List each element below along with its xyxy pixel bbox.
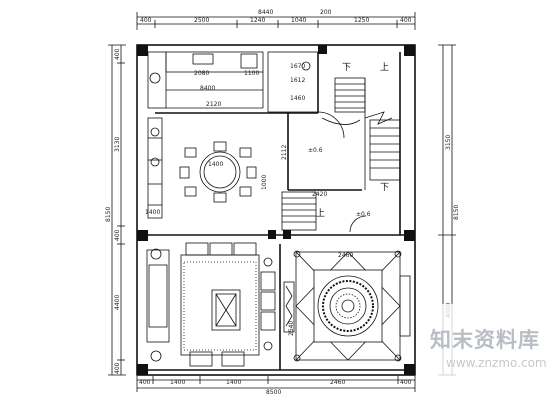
- top-dim-6: 400: [400, 17, 412, 24]
- dining-table-label: 1400: [208, 161, 223, 168]
- stair-up-label-2: 上: [316, 208, 325, 219]
- watermark-title: 知末资料库: [430, 328, 540, 352]
- foyer-left-label: 2540: [288, 321, 295, 336]
- foyer-top-label: 2460: [338, 252, 353, 259]
- kitchen-label-bottom: 2120: [206, 101, 221, 108]
- top-dim-5: 1250: [354, 17, 369, 24]
- left-dim-3: 400: [114, 229, 121, 241]
- kitchen-plants: [149, 61, 311, 167]
- dimension-texts: 8440 200 400 2500 1240 1040 1250 400 850…: [105, 9, 460, 396]
- bottom-dim-1: 400: [139, 379, 151, 386]
- watermark-url: www.znzmo.com: [446, 356, 547, 370]
- corner-bottom-label: 1460: [290, 95, 305, 102]
- stair-down-label-2: 下: [380, 183, 389, 193]
- bottom-overall-dim: 8500: [266, 389, 281, 396]
- bottom-dimension-lines: [136, 376, 416, 392]
- bottom-dim-3: 1400: [226, 379, 241, 386]
- lower-stair: [281, 191, 317, 231]
- watermark-backdrop: [420, 304, 560, 376]
- doors: [317, 111, 367, 233]
- sideboard: [147, 117, 163, 219]
- kitchen-counters: [147, 51, 319, 113]
- living-room-furniture: [146, 242, 276, 367]
- top-right-dim: 200: [320, 9, 332, 16]
- bottom-dim-2: 1400: [170, 379, 185, 386]
- stair-labels: 下 上 下 上: [316, 62, 389, 219]
- upper-stair: [321, 77, 401, 190]
- hall-level-label: ±0.6: [308, 147, 323, 154]
- top-overall-dim: 8440: [258, 9, 273, 16]
- left-dim-2: 3130: [114, 137, 121, 152]
- hall-left-label: 1400: [145, 209, 160, 216]
- left-dim-4: 4400: [114, 295, 121, 310]
- landing-level-label: ±0.6: [356, 211, 371, 218]
- right-upper-dim: 3150: [445, 135, 452, 150]
- landing-label: 2420: [312, 191, 327, 198]
- left-overall-dim: 8150: [105, 207, 112, 222]
- top-dimension-lines: [136, 12, 416, 30]
- top-dim-4: 1040: [291, 17, 306, 24]
- dining-set: [179, 141, 257, 203]
- bottom-dim-5: 400: [400, 379, 412, 386]
- right-overall-dim: 8150: [453, 205, 460, 220]
- left-dim-5: 400: [114, 362, 121, 374]
- corner-mid-label: 1612: [290, 77, 305, 84]
- top-dim-3: 1240: [250, 17, 265, 24]
- left-dimension-lines: [108, 44, 126, 376]
- stair-down-label-1: 下: [342, 63, 351, 73]
- top-dim-1: 400: [140, 17, 152, 24]
- room-labels: 2080 1100 8400 2120 1400 2112 1000 1400 …: [145, 63, 371, 336]
- top-dim-2: 2500: [194, 17, 209, 24]
- kitchen-label-a: 2080: [194, 70, 209, 77]
- kitchen-label-b: 1100: [244, 70, 259, 77]
- left-dim-1: 400: [114, 48, 121, 60]
- stair-up-label-1: 上: [380, 62, 389, 73]
- dining-low-label: 1000: [261, 175, 268, 190]
- foyer-medallion: [283, 250, 411, 362]
- corner-top-label: 1670: [290, 63, 305, 70]
- bottom-dim-4: 2460: [330, 379, 345, 386]
- wall-columns: [137, 45, 415, 375]
- kitchen-label-mid: 8400: [200, 85, 215, 92]
- dining-side-label: 2112: [281, 145, 288, 160]
